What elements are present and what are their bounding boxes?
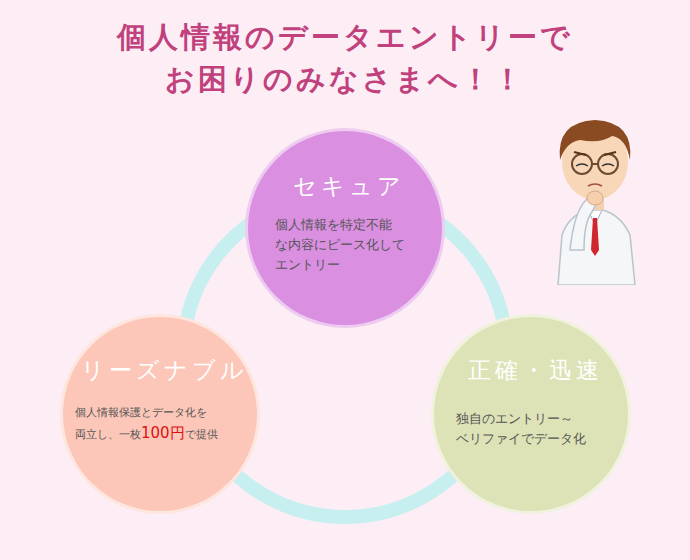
reasonable-circle: リーズナブル個人情報保護とデータ化を 両立し、一枚100円で提供 bbox=[60, 314, 260, 514]
circle-body-text: 個人情報を特定不能 な内容にピース化して エントリー bbox=[275, 215, 415, 275]
secure-circle: セキュア個人情報を特定不能 な内容にピース化して エントリー bbox=[245, 128, 445, 328]
circle-heading: 正確・迅速 bbox=[468, 355, 603, 386]
circle-body-text: 個人情報保護とデータ化を 両立し、一枚100円で提供 bbox=[75, 403, 245, 445]
circle-body-text: 独自のエントリー～ ベリファイでデータ化 bbox=[456, 409, 606, 449]
main-title: 個人情報のデータエントリーで お困りのみなさまへ！！ bbox=[85, 16, 605, 100]
circle-heading: リーズナブル bbox=[81, 355, 248, 386]
worried-man-illustration bbox=[540, 100, 650, 285]
circle-heading: セキュア bbox=[293, 171, 405, 202]
accuracy-circle: 正確・迅速独自のエントリー～ ベリファイでデータ化 bbox=[431, 314, 631, 514]
